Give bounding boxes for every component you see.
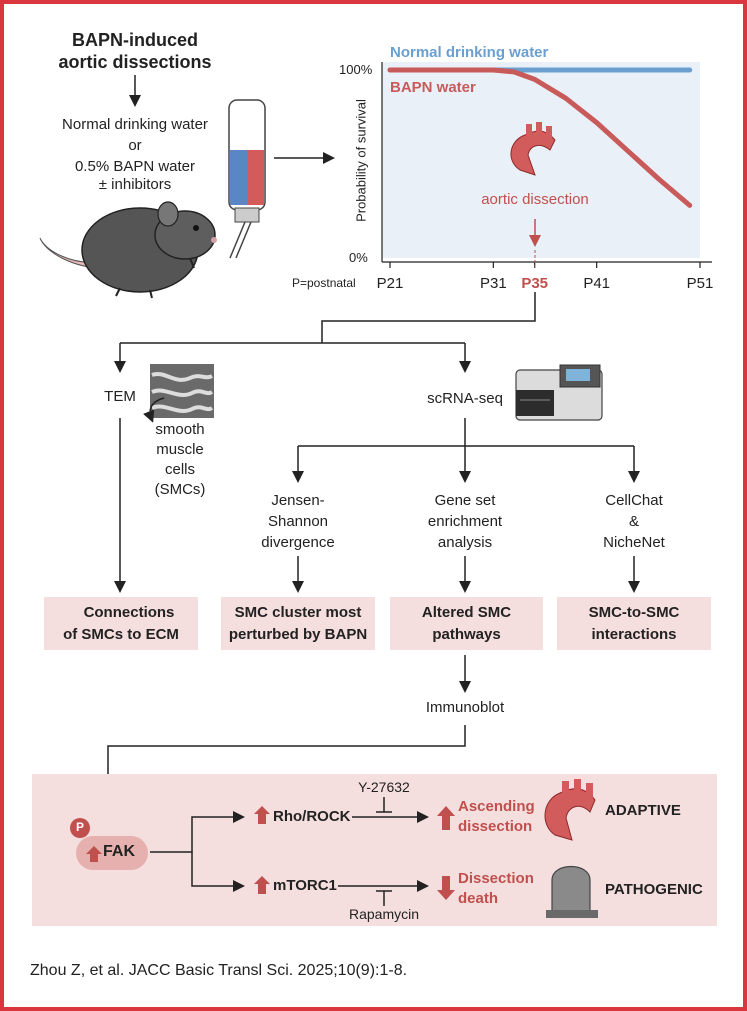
ecm-line-2: of SMCs to ECM (63, 625, 179, 643)
title-line-1: BAPN-induced (72, 30, 198, 50)
gsea-label-2: enrichment (427, 513, 503, 530)
smc-label-2: muscle (156, 441, 204, 458)
tem-image (143, 364, 214, 423)
cluster-line-2: perturbed by BAPN (228, 625, 368, 643)
x-prefix-label: P=postnatal (292, 276, 356, 290)
mtorc1-label: mTORC1 (273, 877, 337, 894)
aorta-icon (544, 779, 596, 841)
pathogenic-label: PATHOGENIC (605, 881, 703, 898)
phospho-badge-label: P (75, 820, 84, 834)
cellchat-label-2: & (628, 513, 639, 530)
ecm-result-box: Connections of SMCs to ECM (44, 597, 198, 650)
y-tick-top: 100% (339, 62, 373, 77)
smc-label-1: smooth (155, 421, 205, 438)
ascending-line-1: Ascending (458, 798, 535, 815)
up-down-arrow-icons (54, 602, 455, 900)
y-axis-label: Probability of survival (353, 99, 369, 222)
gsea-label-1: Gene set (434, 492, 496, 509)
cellchat-label-1: CellChat (605, 492, 663, 509)
jensen-label-3: divergence (261, 534, 335, 551)
treatment-line-2: or (128, 137, 142, 154)
smc-label-3: cells (164, 461, 195, 478)
mtorc-up-arrow-icon (254, 876, 270, 894)
rho-up-arrow-icon (254, 806, 270, 824)
cellchat-label-3: NicheNet (603, 534, 665, 551)
y27632-label: Y-27632 (358, 779, 410, 795)
rho-rock-label: Rho/ROCK (273, 808, 351, 825)
x-tick-label-p31: P31 (480, 275, 507, 292)
gsea-label-3: analysis (437, 534, 493, 551)
immunoblot-label: Immunoblot (425, 699, 505, 716)
adaptive-label: ADAPTIVE (605, 802, 681, 819)
series-label-bapn: BAPN water (390, 79, 476, 96)
x-tick-label-p35: P35 (521, 275, 548, 292)
aortic-dissection-label: aortic dissection (481, 191, 589, 208)
ascending-up-arrow-icon (437, 806, 455, 830)
phospho-badge-circle (70, 818, 90, 838)
x-tick-label-p51: P51 (687, 275, 714, 292)
fak-up-arrow-icon (86, 846, 102, 862)
mechanism-connectors (150, 797, 429, 906)
cluster-result-box: SMC cluster most perturbed by BAPN (221, 597, 375, 650)
interactions-line-2: interactions (591, 625, 677, 643)
chart-plot-area (382, 62, 700, 258)
pathways-line-1: Altered SMC (421, 603, 512, 621)
death-line-2: death (458, 890, 499, 907)
x-tick-label-p41: P41 (583, 275, 610, 292)
aorta-small-icon (510, 122, 556, 176)
interactions-result-box: SMC-to-SMC interactions (557, 597, 711, 650)
cluster-line-1: SMC cluster most (234, 603, 362, 621)
treatment-line-1: Normal drinking water (62, 116, 208, 133)
flow-connectors (102, 292, 640, 815)
treatment-line-4: ± inhibitors (98, 176, 172, 193)
bapn-water-line (387, 67, 693, 208)
tem-label: TEM (104, 388, 136, 405)
scrna-seq-label: scRNA-seq (427, 390, 503, 407)
x-tick-label-p21: P21 (377, 275, 404, 292)
sequencer-illustration (515, 364, 603, 421)
smc-label-4: (SMCs) (154, 481, 206, 498)
pathways-line-2: pathways (432, 625, 501, 643)
series-label-normal: Normal drinking water (390, 44, 549, 61)
treatment-line-3: 0.5% BAPN water (74, 158, 196, 175)
ecm-line-1: Connections (83, 603, 175, 621)
death-down-arrow-icon (437, 876, 455, 900)
jensen-label-1: Jensen- (271, 492, 325, 509)
rat-illustration (39, 201, 217, 299)
tombstone-icon (546, 866, 598, 918)
water-bottle-illustration (228, 99, 266, 259)
survival-chart: P21 P31 P35 P41 P51 (377, 62, 714, 292)
rapamycin-label: Rapamycin (348, 906, 420, 922)
pathways-result-box: Altered SMC pathways (390, 597, 543, 650)
title-line-2: aortic dissections (58, 52, 212, 72)
y-tick-bottom: 0% (349, 250, 368, 265)
death-line-1: Dissection (458, 870, 534, 887)
interactions-line-1: SMC-to-SMC (588, 603, 680, 621)
fak-label: FAK (103, 843, 135, 860)
citation: Zhou Z, et al. JACC Basic Transl Sci. 20… (30, 962, 408, 979)
jensen-label-2: Shannon (267, 513, 329, 530)
ascending-line-2: dissection (458, 818, 533, 835)
